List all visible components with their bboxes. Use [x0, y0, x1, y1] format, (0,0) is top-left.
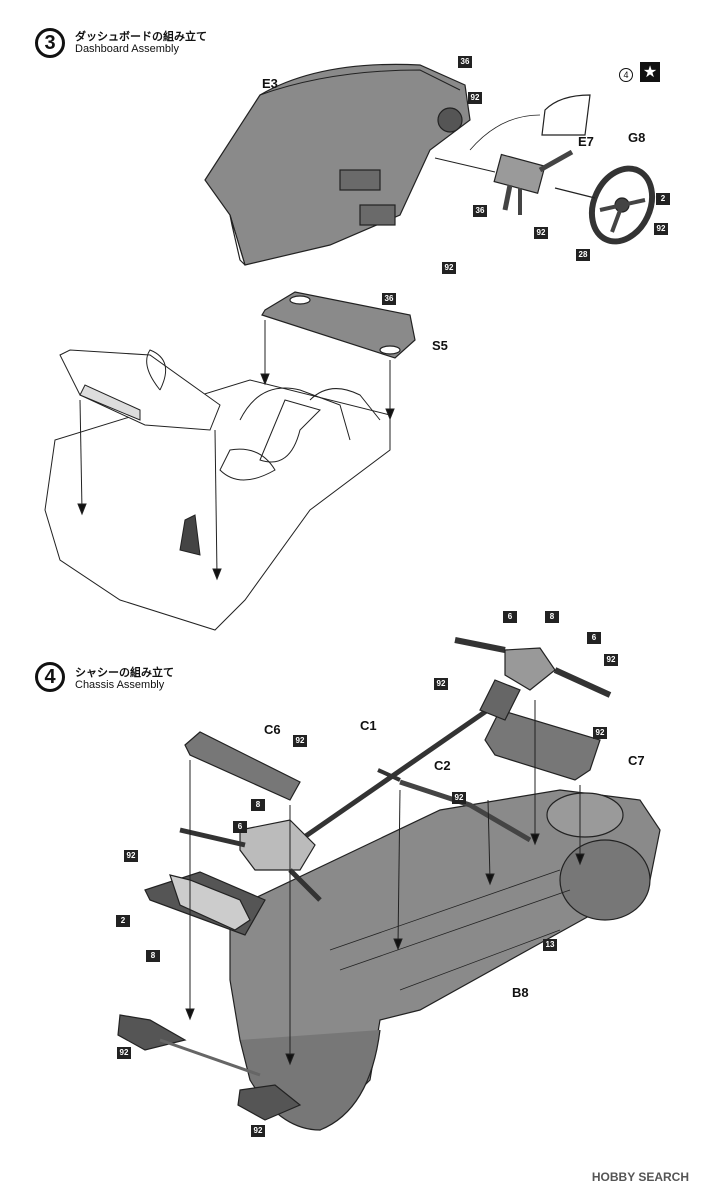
label-s5: S5 [432, 338, 448, 353]
label-c6: C6 [264, 722, 281, 737]
label-c7: C7 [628, 753, 645, 768]
tag-2-front: 2 [116, 915, 130, 927]
part-c7 [484, 709, 601, 781]
tag-6-rear-right: 6 [587, 632, 601, 644]
label-e7: E7 [578, 134, 594, 149]
tag-92-dashboard: 92 [468, 92, 482, 104]
watermark: HOBBY SEARCH [591, 1170, 689, 1184]
ref-circle-4: 4 [619, 68, 633, 82]
front-diff-assembly [179, 819, 322, 902]
tag-6-front: 6 [233, 821, 247, 833]
step-4-title-jp: シャシーの組み立て [75, 666, 174, 679]
tag-36-panel: 36 [382, 293, 396, 305]
step-3-number-badge: 3 [35, 28, 65, 58]
tag-8-front: 8 [251, 799, 265, 811]
dashboard-part-e3 [204, 63, 471, 266]
chassis-floor-b8 [229, 789, 661, 1131]
step-3-title-jp: ダッシュボードの組み立て [75, 30, 207, 43]
tag-2-wheel: 2 [656, 193, 670, 205]
step-4-number-badge: 4 [35, 662, 65, 692]
tag-36-dashboard: 36 [458, 56, 472, 68]
part-c1-driveshaft [298, 702, 497, 843]
steering-wheel-g8 [554, 165, 656, 245]
tag-92-front-right-mount: 92 [251, 1125, 265, 1137]
step-4-title-en: Chassis Assembly [75, 679, 165, 691]
car-body-tub [44, 349, 391, 631]
tag-8-front-bottom: 8 [146, 950, 160, 962]
front-suspension-mounts [117, 1014, 302, 1121]
label-g8: G8 [628, 130, 646, 145]
part-2-and-8 [144, 871, 266, 936]
tag-36-switch: 36 [473, 205, 487, 217]
tag-13-chassis: 13 [543, 939, 557, 951]
tag-92-switch: 92 [534, 227, 548, 239]
part-c2-bar [399, 779, 532, 843]
rear-diff-assembly [454, 637, 612, 721]
tag-92-rear-left: 92 [434, 678, 448, 690]
tag-92-dash-bottom: 92 [442, 262, 456, 274]
tag-92-rear-right: 92 [604, 654, 618, 666]
tag-92-front-left-mount: 92 [117, 1047, 131, 1059]
star-icon: ★ [640, 62, 660, 82]
step-3-title-en: Dashboard Assembly [75, 43, 179, 55]
tag-8-rear: 8 [545, 611, 559, 623]
tag-6-rear-left: 6 [503, 611, 517, 623]
label-c1: C1 [360, 718, 377, 733]
label-e3: E3 [262, 76, 278, 91]
label-c2: C2 [434, 758, 451, 773]
part-c6 [184, 731, 301, 801]
panel-s5 [261, 291, 416, 359]
label-b8: B8 [512, 985, 529, 1000]
tag-92-c2: 92 [452, 792, 466, 804]
column-switch-e7 [434, 149, 574, 215]
tag-92-c6: 92 [293, 735, 307, 747]
tag-28-wheel: 28 [576, 249, 590, 261]
tag-92-front: 92 [124, 850, 138, 862]
tag-92-c7: 92 [593, 727, 607, 739]
tag-92-wheel: 92 [654, 223, 668, 235]
